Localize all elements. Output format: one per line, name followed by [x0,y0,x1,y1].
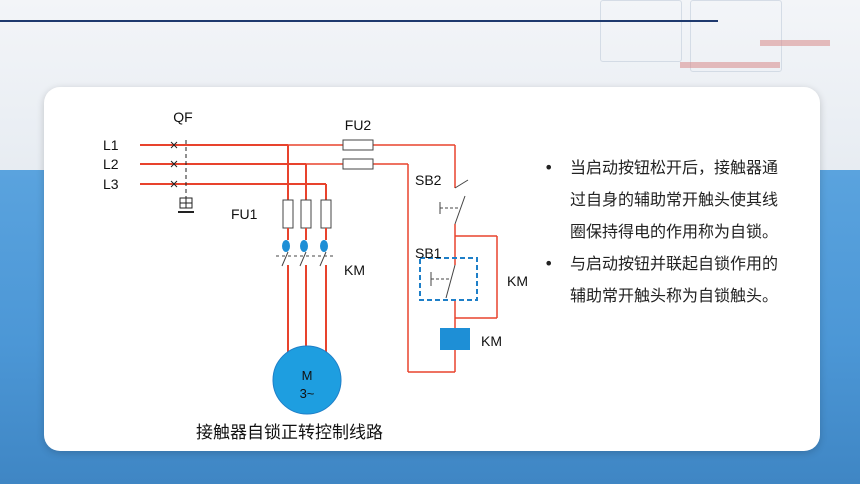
bullet-text: 与启动按钮并联起自锁作用的辅助常开触头称为自锁触头。 [570,254,779,305]
label-sb2: SB2 [415,172,442,188]
fu2-fuses [342,139,374,170]
title-underline [0,20,718,22]
background-decoration [680,62,780,68]
label-km-contacts: KM [344,262,365,278]
km-main-contacts [276,251,336,267]
sb1-start-button [430,264,456,299]
motor-label-m: M [302,368,313,383]
label-l1: L1 [103,137,119,153]
qf-breaker [170,140,194,213]
bullet-item: • 与启动按钮并联起自锁作用的辅助常开触头称为自锁触头。 [540,248,790,312]
content-card [44,87,820,451]
label-fu2: FU2 [345,117,372,133]
background-decoration [760,40,830,46]
km-coil [440,328,470,350]
background-decoration [690,0,782,72]
label-l3: L3 [103,176,119,192]
label-l2: L2 [103,156,119,172]
bullet-item: • 当启动按钮松开后，接触器通过自身的辅助常开触头使其线圈保持得电的作用称为自锁… [540,152,790,248]
label-fu1: FU1 [231,206,258,222]
diagram-caption: 接触器自锁正转控制线路 [196,423,383,443]
fu1-leads [287,228,327,240]
terminals [282,240,328,252]
label-qf: QF [173,109,192,125]
label-km-coil: KM [481,333,502,349]
sb2-stop-button [439,179,469,225]
selflock-highlight-box [419,257,478,301]
power-lines [140,144,327,365]
label-sb1: SB1 [415,245,442,261]
fu1-fuses [282,199,332,229]
bullet-text: 当启动按钮松开后，接触器通过自身的辅助常开触头使其线圈保持得电的作用称为自锁。 [570,158,779,241]
bullet-dot: • [544,158,554,177]
explanation-list: • 当启动按钮松开后，接触器通过自身的辅助常开触头使其线圈保持得电的作用称为自锁… [540,152,790,312]
label-km-aux: KM [507,273,528,289]
motor-label-phase: 3~ [300,386,315,401]
control-circuit [288,144,498,373]
bullet-dot: • [544,254,554,273]
motor [272,345,342,415]
background-decoration [600,0,682,62]
